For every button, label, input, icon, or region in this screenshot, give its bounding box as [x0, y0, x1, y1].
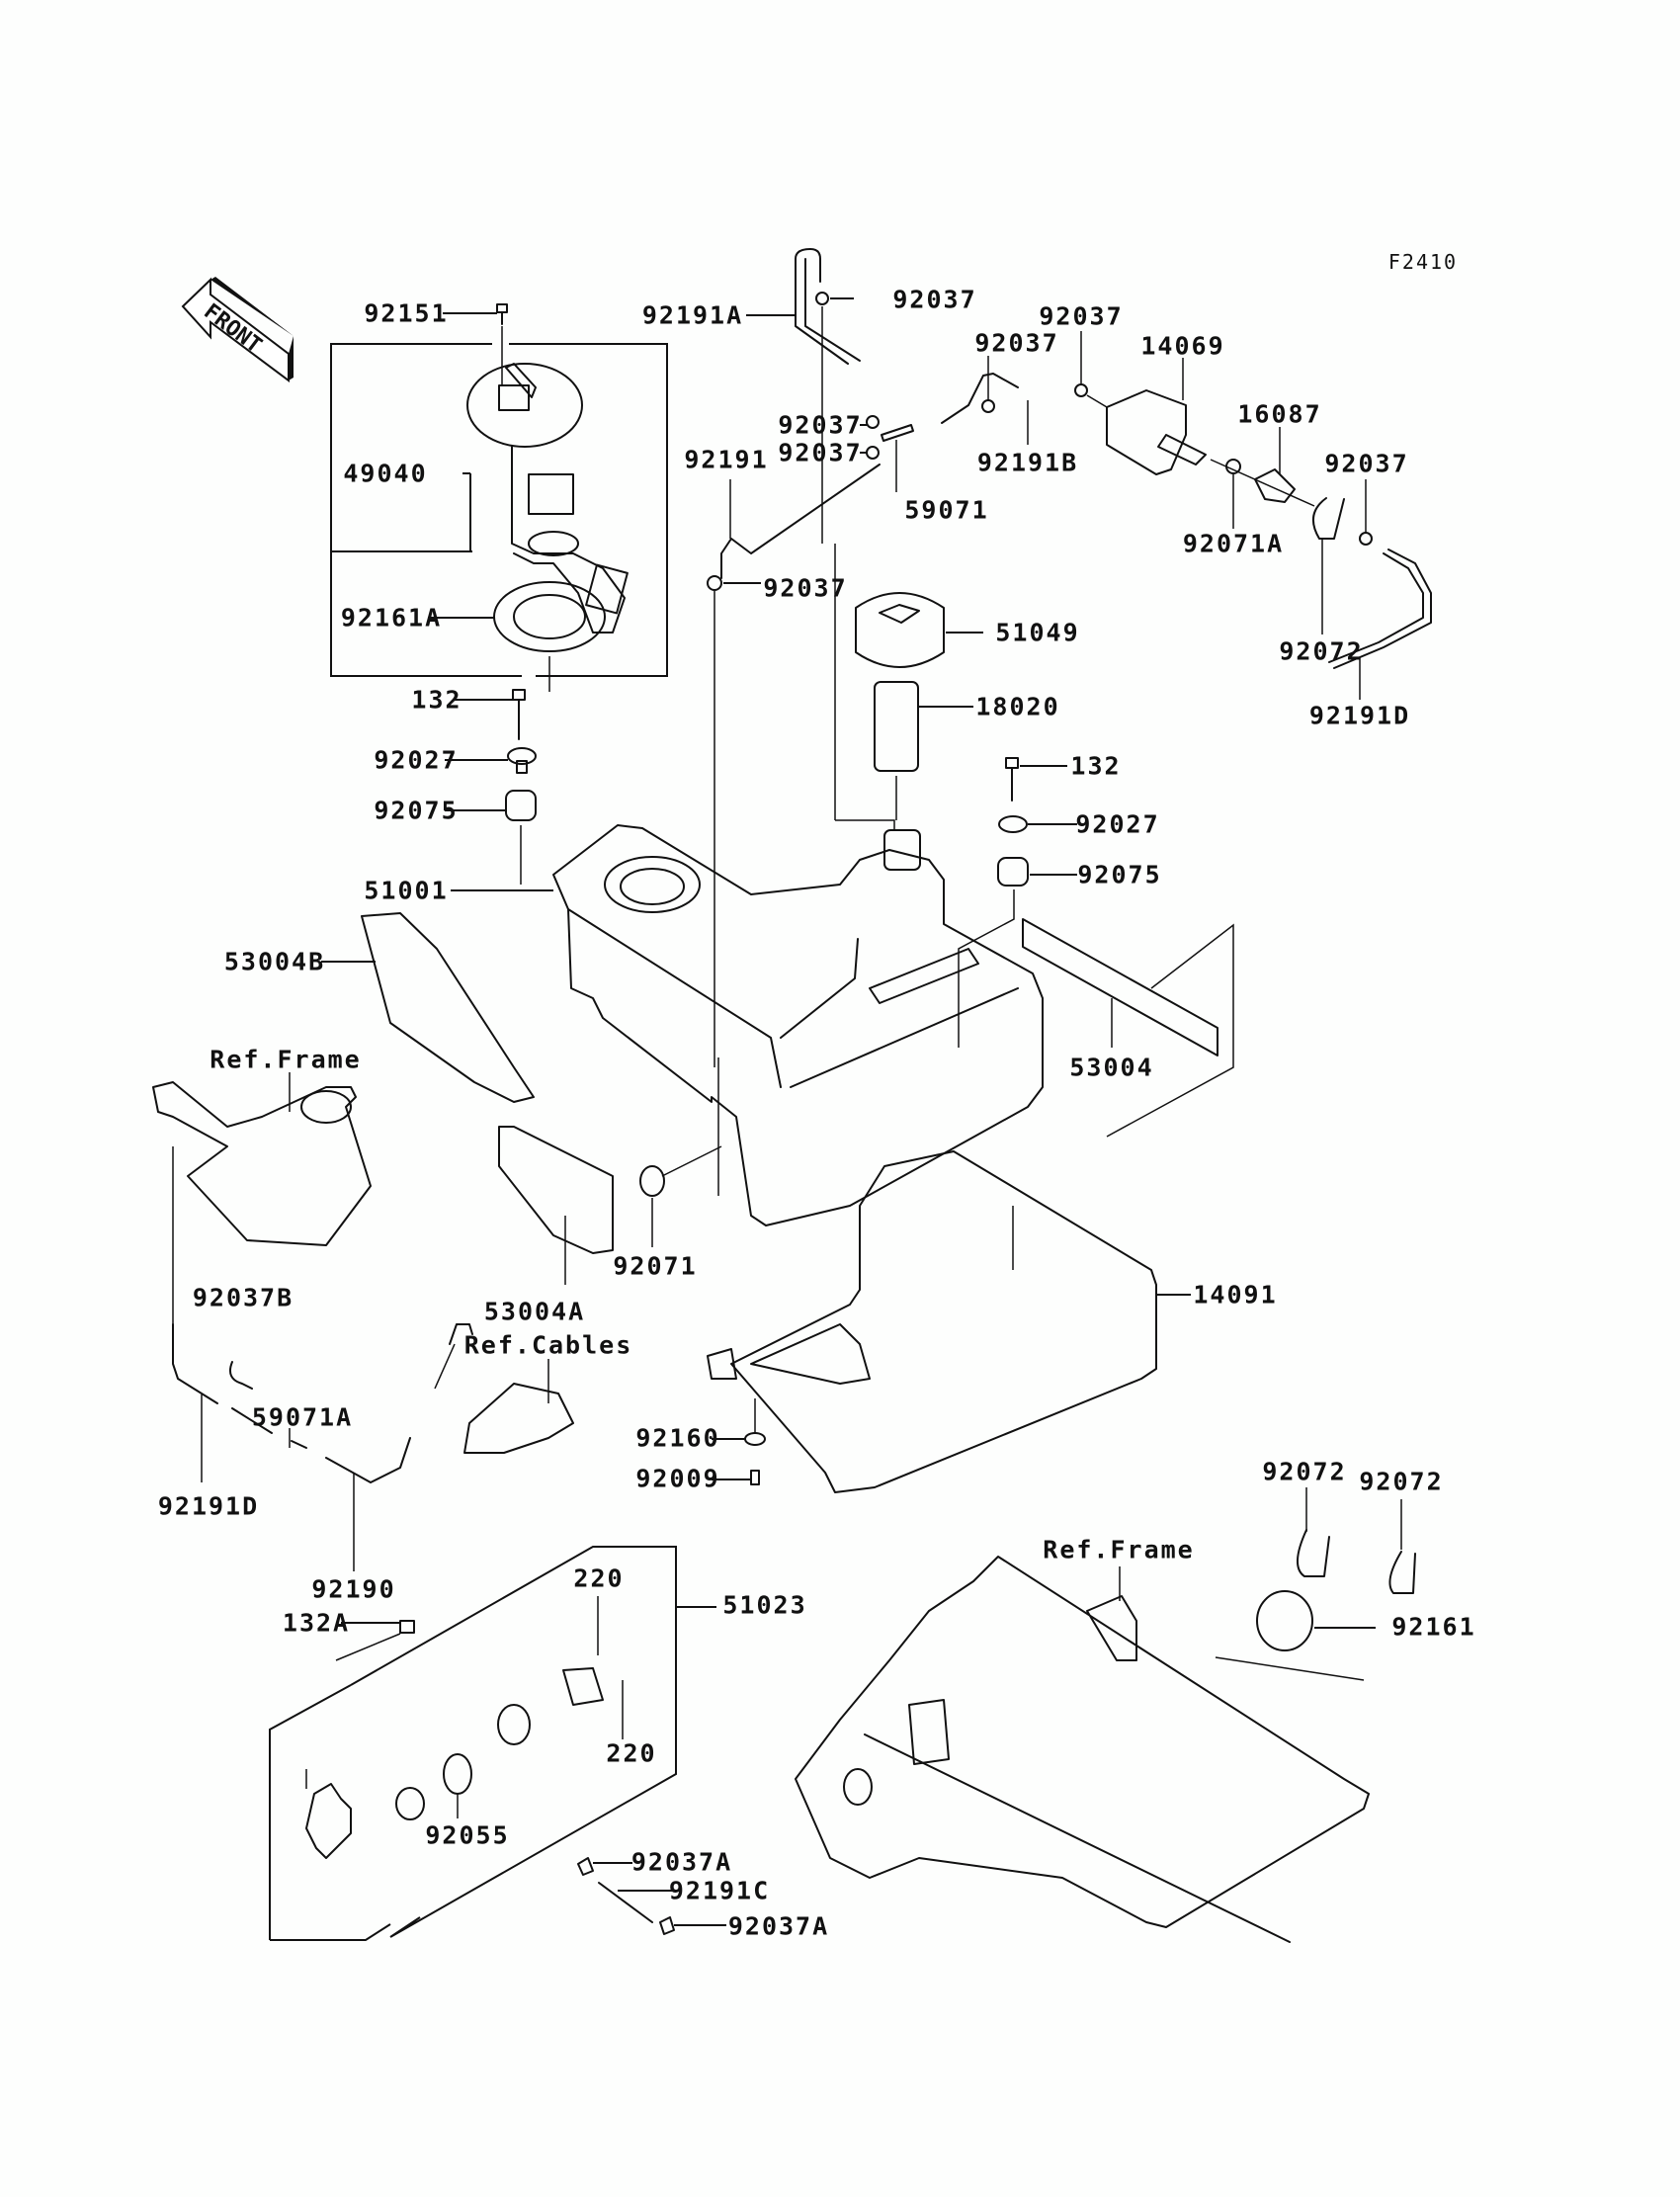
right-mount-hardware: [958, 757, 1234, 1138]
tank-pads: [321, 912, 614, 1285]
part-label-59071a[interactable]: 59071A: [251, 1402, 354, 1432]
part-label-53004[interactable]: 53004: [1069, 1053, 1154, 1082]
part-label-132a[interactable]: 132A: [282, 1608, 351, 1638]
part-label-51001[interactable]: 51001: [364, 876, 449, 905]
part-label-92151[interactable]: 92151: [364, 298, 449, 328]
ref-frame-left-label: Ref.Frame: [210, 1045, 362, 1074]
part-label-53004a[interactable]: 53004A: [483, 1297, 586, 1326]
ref-cables-label: Ref.Cables: [463, 1330, 633, 1360]
fuel-pump-assembly: [330, 303, 668, 692]
frame-left: [152, 1072, 372, 1324]
part-label-92037-d[interactable]: 92037: [974, 328, 1059, 358]
part-label-92071[interactable]: 92071: [613, 1251, 698, 1281]
part-label-92037-top[interactable]: 92037: [892, 285, 977, 314]
part-label-92027-left[interactable]: 92027: [374, 745, 459, 775]
part-label-92075-left[interactable]: 92075: [374, 796, 459, 825]
left-mount-hardware: [445, 689, 537, 870]
fuel-tank: [451, 824, 1044, 1226]
part-label-92160[interactable]: 92160: [635, 1423, 720, 1453]
figure-id: F2410: [1387, 250, 1459, 274]
part-label-92072-top[interactable]: 92072: [1279, 636, 1364, 666]
part-label-132-right[interactable]: 132: [1070, 751, 1122, 781]
part-label-220-b[interactable]: 220: [606, 1738, 657, 1768]
front-arrow-icon: FRONT: [181, 277, 294, 382]
part-label-92037-a[interactable]: 92037: [763, 573, 848, 603]
part-label-92037-e[interactable]: 92037: [1039, 301, 1124, 331]
part-label-59071[interactable]: 59071: [904, 495, 989, 525]
part-label-92037-f[interactable]: 92037: [1324, 449, 1409, 478]
vent-hoses: [707, 248, 1432, 1067]
fuel-cock-assembly: [269, 1546, 726, 1941]
part-label-18020[interactable]: 18020: [975, 692, 1060, 721]
part-label-14069[interactable]: 14069: [1140, 331, 1225, 361]
part-label-132-left[interactable]: 132: [411, 685, 462, 715]
part-label-92037a-a[interactable]: 92037A: [630, 1847, 733, 1877]
part-label-92075-right[interactable]: 92075: [1077, 860, 1162, 889]
part-label-92037a-b[interactable]: 92037A: [727, 1911, 830, 1941]
part-label-92191b[interactable]: 92191B: [976, 448, 1079, 477]
lower-hoses: [172, 1323, 574, 1571]
part-label-14091[interactable]: 14091: [1193, 1280, 1278, 1310]
part-label-92191a[interactable]: 92191A: [641, 300, 744, 330]
part-label-49040[interactable]: 49040: [343, 459, 428, 488]
part-label-92161a[interactable]: 92161A: [340, 603, 443, 633]
part-label-51023[interactable]: 51023: [722, 1590, 807, 1620]
part-label-92191d-right[interactable]: 92191D: [1308, 701, 1411, 730]
part-label-51049[interactable]: 51049: [995, 618, 1080, 647]
part-label-92191d-left[interactable]: 92191D: [157, 1491, 260, 1521]
part-label-92071a[interactable]: 92071A: [1182, 529, 1285, 558]
part-label-16087[interactable]: 16087: [1237, 399, 1322, 429]
part-label-92037-c[interactable]: 92037: [778, 438, 863, 467]
part-label-92055[interactable]: 92055: [425, 1820, 510, 1850]
part-label-92191c[interactable]: 92191C: [668, 1876, 771, 1905]
part-label-92161[interactable]: 92161: [1391, 1612, 1476, 1642]
part-label-92072-b1[interactable]: 92072: [1262, 1457, 1347, 1486]
part-label-92037b[interactable]: 92037B: [192, 1283, 294, 1312]
filler-parts: [834, 544, 983, 830]
part-label-220-a[interactable]: 220: [573, 1563, 625, 1593]
part-label-92009[interactable]: 92009: [635, 1464, 720, 1493]
frame-bottom: [795, 1487, 1416, 1943]
part-label-92037-b[interactable]: 92037: [778, 410, 863, 440]
part-label-92027-right[interactable]: 92027: [1075, 809, 1160, 839]
part-label-92072-b2[interactable]: 92072: [1359, 1467, 1444, 1496]
ref-frame-bottom-label: Ref.Frame: [1043, 1535, 1195, 1564]
part-label-53004b[interactable]: 53004B: [223, 947, 326, 976]
part-label-92190[interactable]: 92190: [311, 1574, 396, 1604]
under-tray: [639, 1145, 1191, 1493]
part-label-92191[interactable]: 92191: [684, 445, 769, 474]
